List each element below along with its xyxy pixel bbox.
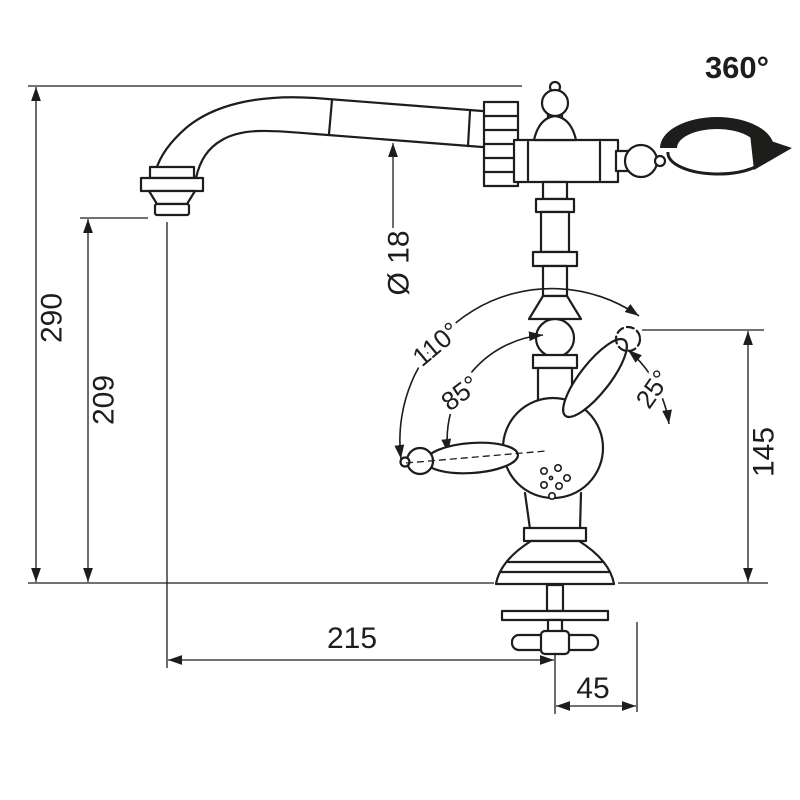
base <box>494 491 616 586</box>
lever-side-position <box>399 441 547 476</box>
dim-offset-label: 45 <box>576 672 609 705</box>
dim-outlet-height-label: 209 <box>88 375 121 425</box>
spout <box>154 96 510 180</box>
dimension-pipe-diameter: Ø 18 <box>383 143 416 296</box>
spout-outlet <box>139 165 205 217</box>
dimension-reach: 215 <box>166 222 554 668</box>
angle-total-label: 110° <box>406 316 465 372</box>
rotation-360-icon: 360° <box>660 50 792 176</box>
lever-raised-position <box>562 325 642 419</box>
rotation-arrow-head <box>750 134 792 170</box>
rotation-arrow-front-arc <box>666 151 770 176</box>
dim-reach-label: 215 <box>327 622 377 655</box>
dimension-handle-height: 145 <box>642 329 781 582</box>
top-finial <box>532 80 578 142</box>
dim-pipe-diameter-label: Ø 18 <box>383 230 416 295</box>
angle-front-label: 85° <box>435 369 484 417</box>
mounting-hardware <box>500 583 610 656</box>
dimension-total-height: 290 <box>28 85 522 582</box>
column <box>527 180 583 402</box>
dim-total-height-label: 290 <box>36 293 69 343</box>
lever-angle-arcs <box>394 287 672 460</box>
dimension-offset: 45 <box>556 622 638 712</box>
valve-housing <box>501 396 605 500</box>
rotation-arrow-band <box>660 117 774 148</box>
swivel-crosspiece <box>512 138 667 184</box>
dimension-outlet-height: 209 <box>80 217 148 582</box>
angle-back-label: 25° <box>629 364 676 413</box>
dim-handle-height-label: 145 <box>748 427 781 477</box>
swivel-label: 360° <box>705 50 769 85</box>
